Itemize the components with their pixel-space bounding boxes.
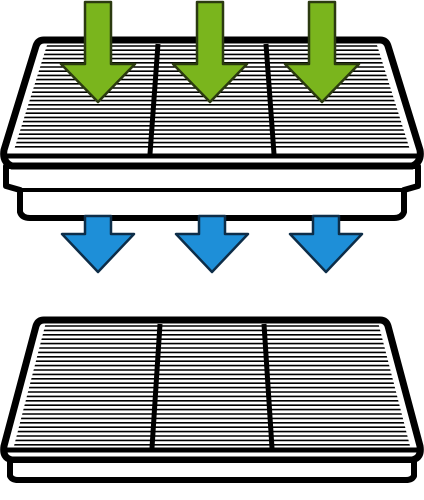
green-inflow-arrow-2 (171, 0, 249, 104)
upper-filter-divider-1 (147, 43, 161, 155)
green-inflow-arrow-1 (59, 0, 137, 104)
blue-outflow-arrow-2 (174, 214, 250, 274)
blue-outflow-arrow-1 (60, 214, 136, 274)
lower-filter-pleats (14, 325, 410, 446)
blue-outflow-arrow-3 (288, 214, 364, 274)
lower-filter-divider-2 (261, 323, 275, 449)
lower-filter (0, 316, 424, 464)
lower-filter-base (7, 457, 417, 483)
inflow-arrows (59, 0, 361, 104)
outflow-arrows (60, 214, 364, 274)
lower-filter-body (0, 316, 424, 464)
upper-filter-divider-2 (263, 43, 277, 155)
lower-filter-divider-1 (149, 323, 163, 449)
green-inflow-arrow-3 (283, 0, 361, 104)
